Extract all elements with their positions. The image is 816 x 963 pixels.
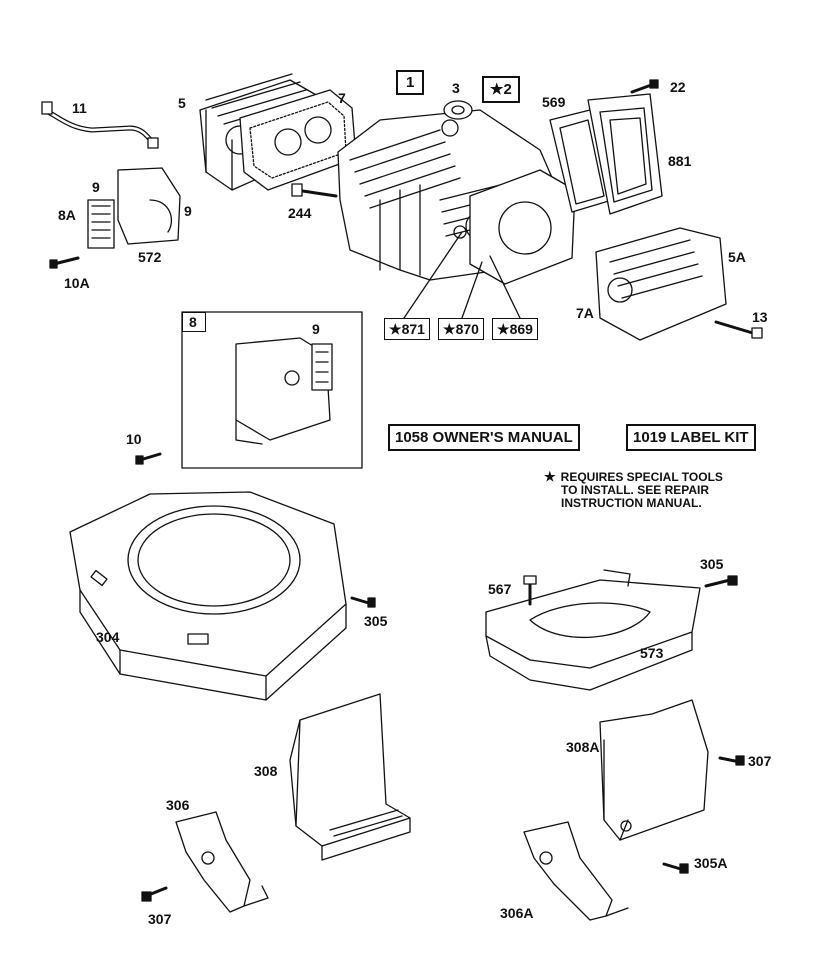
deflector-306a-part xyxy=(523,821,629,921)
screw-305b-part xyxy=(704,575,738,588)
callout-2-box: ★2 xyxy=(482,76,520,103)
callout-9-right: 9 xyxy=(184,203,192,219)
screw-13-part xyxy=(714,320,763,339)
block-plate-part xyxy=(469,169,576,285)
callout-569: 569 xyxy=(542,94,566,110)
callout-7: 7 xyxy=(338,90,346,106)
valve-cover-part xyxy=(587,93,663,215)
callout-306: 306 xyxy=(166,797,190,813)
blower-housing-part xyxy=(69,491,347,701)
callout-305-plate: 305 xyxy=(700,556,724,572)
special-tools-note: ★REQUIRES SPECIAL TOOLS TO INSTALL. SEE … xyxy=(544,470,723,510)
oil-seal-part xyxy=(443,100,473,120)
callout-1-box: 1 xyxy=(396,70,425,95)
star-icon: ★ xyxy=(443,321,456,337)
star-icon: ★ xyxy=(544,469,556,484)
screw-305a-part xyxy=(350,596,376,608)
callout-572: 572 xyxy=(138,249,162,265)
callout-244: 244 xyxy=(288,205,312,221)
screw-567-part xyxy=(523,575,537,606)
callout-573: 573 xyxy=(640,645,664,661)
owners-manual-kit: 1058 OWNER'S MANUAL xyxy=(388,424,580,451)
callout-308a: 308A xyxy=(566,739,600,755)
callout-8-tag: 8 xyxy=(182,312,206,332)
callout-10: 10 xyxy=(126,431,142,447)
callout-10a: 10A xyxy=(64,275,90,291)
screw-10a-part xyxy=(49,256,80,269)
base-plate-573-part xyxy=(485,569,701,691)
screw-10-part xyxy=(135,452,162,465)
special-tools-note-line3: INSTRUCTION MANUAL. xyxy=(561,496,702,510)
fitting-244-part xyxy=(291,183,338,198)
callout-870-box: ★870 xyxy=(438,318,484,340)
callout-2-label: 2 xyxy=(503,81,512,98)
callout-305a: 305A xyxy=(694,855,728,871)
shield-8a-part xyxy=(87,199,115,249)
air-guide-572-part xyxy=(117,167,181,245)
callout-304: 304 xyxy=(96,629,120,645)
special-tools-note-line2: TO INSTALL. SEE REPAIR xyxy=(561,483,710,497)
callout-8a: 8A xyxy=(58,207,76,223)
label-kit: 1019 LABEL KIT xyxy=(626,424,756,451)
cylinder-head-5a-part xyxy=(595,227,727,341)
cylinder-shroud-308a-part xyxy=(599,699,709,841)
callout-307-right: 307 xyxy=(748,753,772,769)
callout-9-inset: 9 xyxy=(312,321,320,337)
callout-5a: 5A xyxy=(728,249,746,265)
star-icon: ★ xyxy=(490,81,504,98)
special-tools-note-line1: ★REQUIRES SPECIAL TOOLS xyxy=(544,469,723,484)
callout-13: 13 xyxy=(752,309,768,325)
cylinder-shroud-308-part xyxy=(289,693,411,861)
callout-869-box: ★869 xyxy=(492,318,538,340)
callout-871-label: 871 xyxy=(401,321,425,337)
callout-5: 5 xyxy=(178,95,186,111)
star-icon: ★ xyxy=(497,321,510,337)
callout-306a: 306A xyxy=(500,905,534,921)
screw-307a-part xyxy=(718,755,745,766)
special-tool-leaders xyxy=(403,231,521,319)
callout-9-left: 9 xyxy=(92,179,100,195)
screw-22-part xyxy=(630,79,659,94)
callout-22: 22 xyxy=(670,79,686,95)
fuel-line-part xyxy=(41,101,159,149)
callout-869-label: 869 xyxy=(509,321,533,337)
callout-305-housing: 305 xyxy=(364,613,388,629)
deflector-306-part xyxy=(175,811,269,913)
screw-307b-part xyxy=(141,886,168,902)
callout-7a: 7A xyxy=(576,305,594,321)
callout-307-left: 307 xyxy=(148,911,172,927)
callout-308: 308 xyxy=(254,763,278,779)
inset-8-frame xyxy=(181,311,363,469)
screw-305a-small-part xyxy=(662,862,689,874)
callout-3: 3 xyxy=(452,80,460,96)
callout-567: 567 xyxy=(488,581,512,597)
callout-871-box: ★871 xyxy=(384,318,430,340)
callout-870-label: 870 xyxy=(455,321,479,337)
callout-881: 881 xyxy=(668,153,692,169)
star-icon: ★ xyxy=(389,321,402,337)
callout-11: 11 xyxy=(72,100,87,116)
